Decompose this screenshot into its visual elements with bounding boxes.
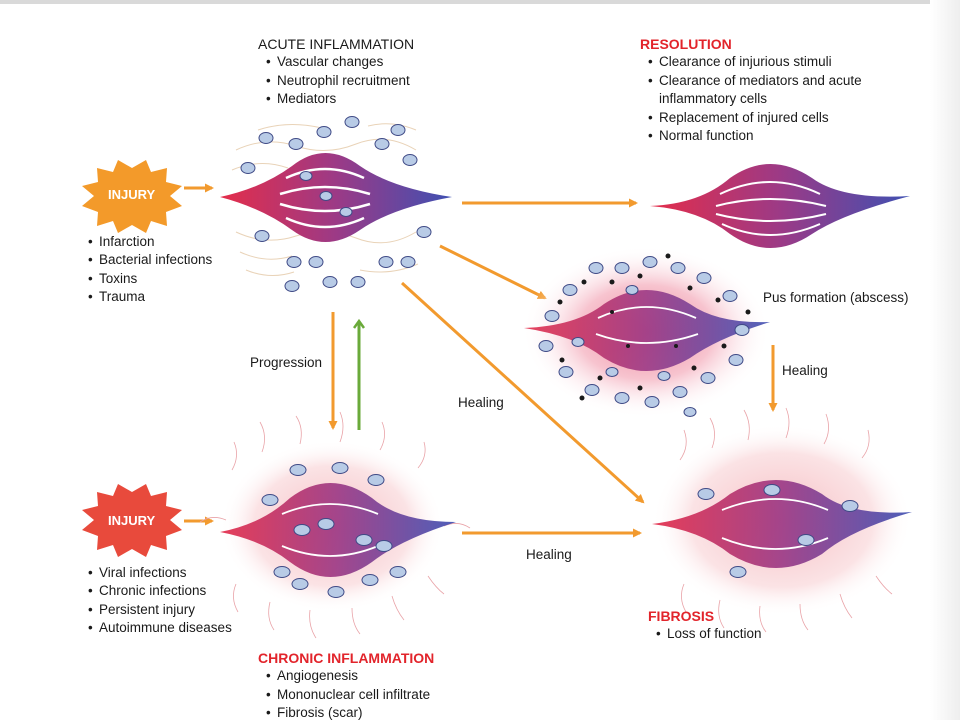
healing-right-label: Healing [782, 363, 828, 378]
acute-inflammation-list: Vascular changes Neutrophil recruitment … [266, 53, 414, 109]
list-item: Angiogenesis [266, 667, 434, 686]
acute-to-abscess-arrow [439, 244, 547, 300]
list-item: Bacterial infections [88, 251, 212, 270]
list-item: Clearance of mediators and acute inflamm… [648, 72, 868, 109]
fibrosis-block: FIBROSIS Loss of function [648, 607, 762, 644]
injury-burst-bottom [82, 484, 182, 557]
list-item: Mononuclear cell infiltrate [266, 686, 434, 705]
injury-bottom-label: INJURY [108, 513, 156, 528]
injury-bottom-causes: Viral infections Chronic infections Pers… [88, 564, 232, 638]
list-item: Clearance of injurious stimuli [648, 53, 868, 72]
list-item: Vascular changes [266, 53, 414, 72]
resolution-vessel [650, 164, 910, 248]
fibrosis-vessel [652, 407, 912, 633]
top-border [0, 0, 960, 4]
injury-bottom-list: Viral infections Chronic infections Pers… [88, 564, 232, 638]
resolution-title: RESOLUTION [640, 36, 732, 52]
list-item: Replacement of injured cells [648, 109, 868, 128]
list-item: Persistent injury [88, 601, 232, 620]
list-item: Viral infections [88, 564, 232, 583]
chronic-inflammation-title: CHRONIC INFLAMMATION [258, 650, 435, 666]
fibrosis-title: FIBROSIS [648, 608, 715, 624]
pus-formation-label: Pus formation (abscess) [763, 290, 909, 305]
acute-to-fibrosis-arrow [400, 281, 645, 504]
list-item: Normal function [648, 127, 868, 146]
list-item: Neutrophil recruitment [266, 72, 414, 91]
list-item: Autoimmune diseases [88, 619, 232, 638]
resolution-list: Clearance of injurious stimuli Clearance… [648, 53, 868, 145]
healing-bottom-label: Healing [526, 547, 572, 562]
chronic-inflammation-block: CHRONIC INFLAMMATION Angiogenesis Mononu… [258, 649, 434, 723]
injury-burst-top [82, 160, 182, 233]
progression-label: Progression [250, 355, 323, 370]
healing-middle-label: Healing [458, 395, 504, 410]
resolution-block: RESOLUTION Clearance of injurious stimul… [640, 35, 868, 146]
list-item: Chronic infections [88, 582, 232, 601]
fibrosis-list: Loss of function [656, 625, 762, 644]
list-item: Fibrosis (scar) [266, 704, 434, 723]
injury-top-list: Infarction Bacterial infections Toxins T… [88, 233, 212, 307]
acute-inflammation-title: ACUTE INFLAMMATION [258, 36, 415, 52]
list-item: Trauma [88, 288, 212, 307]
right-margin [930, 0, 960, 720]
chronic-inflammation-list: Angiogenesis Mononuclear cell infiltrate… [266, 667, 434, 723]
injury-top-label: INJURY [108, 187, 156, 202]
acute-inflammation-block: ACUTE INFLAMMATION Vascular changes Neut… [258, 35, 414, 109]
abscess-vessel [522, 246, 770, 418]
list-item: Infarction [88, 233, 212, 252]
chronic-vessel [199, 411, 471, 639]
list-item: Mediators [266, 90, 414, 109]
list-item: Loss of function [656, 625, 762, 644]
injury-top-causes: Infarction Bacterial infections Toxins T… [88, 233, 212, 307]
list-item: Toxins [88, 270, 212, 289]
acute-vessel [220, 116, 452, 292]
